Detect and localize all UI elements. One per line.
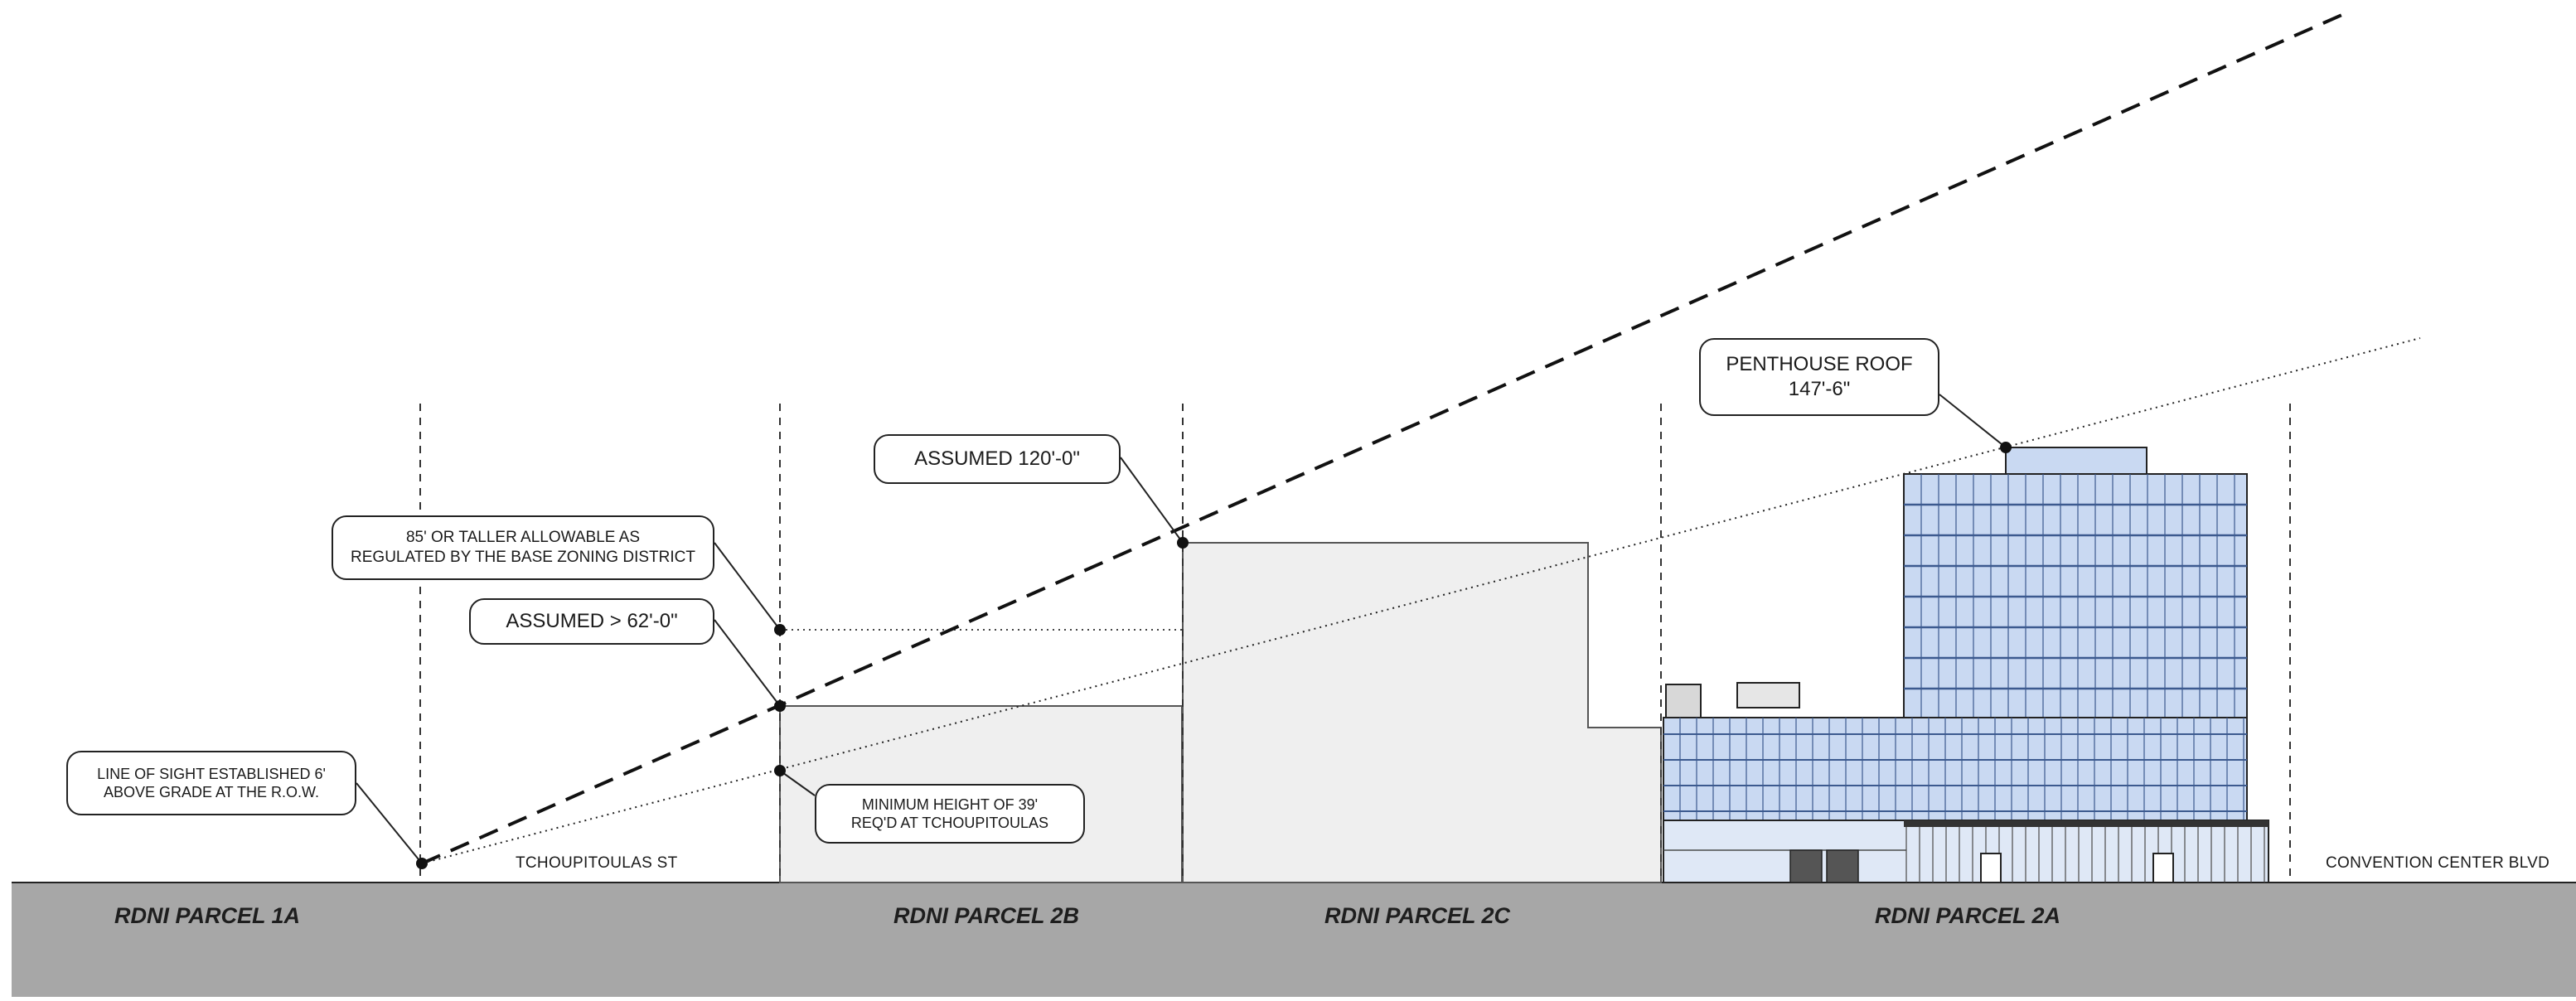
callout-penthouse-text: PENTHOUSE ROOF 147'-6" <box>1726 353 1913 400</box>
callout-minimum-height: MINIMUM HEIGHT OF 39' REQ'D AT TCHOUPITO… <box>815 784 1085 844</box>
ground-floor <box>1663 820 2269 883</box>
tower-curtain-wall <box>1904 474 2247 718</box>
point-penthouse <box>2000 442 2012 453</box>
parcel-label-2b: RDNI PARCEL 2B <box>893 903 1080 928</box>
callout-assumed-62: ASSUMED > 62'-0" <box>469 598 714 645</box>
leader-assumed-62 <box>714 619 781 707</box>
garage-door-2 <box>1826 849 1859 883</box>
canopy <box>1904 820 2269 827</box>
parcel-label-2c: RDNI PARCEL 2C <box>1324 903 1511 928</box>
parcel-label-2a: RDNI PARCEL 2A <box>1875 903 2061 928</box>
podium-rooftop-unit <box>1665 684 1702 718</box>
point-allowable <box>774 624 786 636</box>
callout-assumed-62-text: ASSUMED > 62'-0" <box>506 610 678 632</box>
ground-plane <box>12 883 2576 997</box>
point-assumed-62 <box>774 700 786 712</box>
parcel-label-1a: RDNI PARCEL 1A <box>114 903 301 928</box>
entrance-door-1 <box>1980 853 2002 883</box>
leader-penthouse <box>1939 394 2007 448</box>
callout-allowable: 85' OR TALLER ALLOWABLE AS REGULATED BY … <box>332 515 714 580</box>
callout-penthouse: PENTHOUSE ROOF 147'-6" <box>1699 338 1939 416</box>
reference-points <box>416 442 2012 869</box>
callout-assumed-120: ASSUMED 120'-0" <box>874 434 1121 484</box>
point-line-of-sight <box>416 858 428 869</box>
podium <box>1663 717 2248 834</box>
penthouse <box>2005 447 2147 475</box>
point-assumed-120 <box>1177 537 1189 549</box>
street-label-convention-center: CONVENTION CENTER BLVD <box>2326 854 2550 872</box>
property-lines <box>419 404 2291 883</box>
sight-line-120 <box>421 12 2346 865</box>
callout-line-of-sight: LINE OF SIGHT ESTABLISHED 6' ABOVE GRADE… <box>66 751 356 815</box>
leader-minimum <box>779 770 816 796</box>
callout-minimum-height-text: MINIMUM HEIGHT OF 39' REQ'D AT TCHOUPITO… <box>850 795 1049 832</box>
podium-rooftop-mechanical <box>1736 682 1800 708</box>
leader-line-of-sight <box>356 782 423 864</box>
parcel-2a-building <box>1663 447 2269 883</box>
leader-assumed-120 <box>1120 457 1184 544</box>
point-minimum <box>774 765 786 776</box>
callout-allowable-text: 85' OR TALLER ALLOWABLE AS REGULATED BY … <box>351 529 695 566</box>
leader-lines <box>356 394 2007 864</box>
podium-curtain-wall <box>1663 718 2247 820</box>
callout-line-of-sight-text: LINE OF SIGHT ESTABLISHED 6' ABOVE GRADE… <box>97 765 326 801</box>
street-label-tchoupitoulas: TCHOUPITOULAS ST <box>516 854 678 872</box>
parcel-2c-massing <box>1182 542 1662 883</box>
garage-door-1 <box>1789 849 1823 883</box>
sight-line-147 <box>421 337 2421 864</box>
entrance-door-2 <box>2152 853 2174 883</box>
leader-allowable <box>714 542 781 631</box>
callout-assumed-120-text: ASSUMED 120'-0" <box>914 447 1080 470</box>
